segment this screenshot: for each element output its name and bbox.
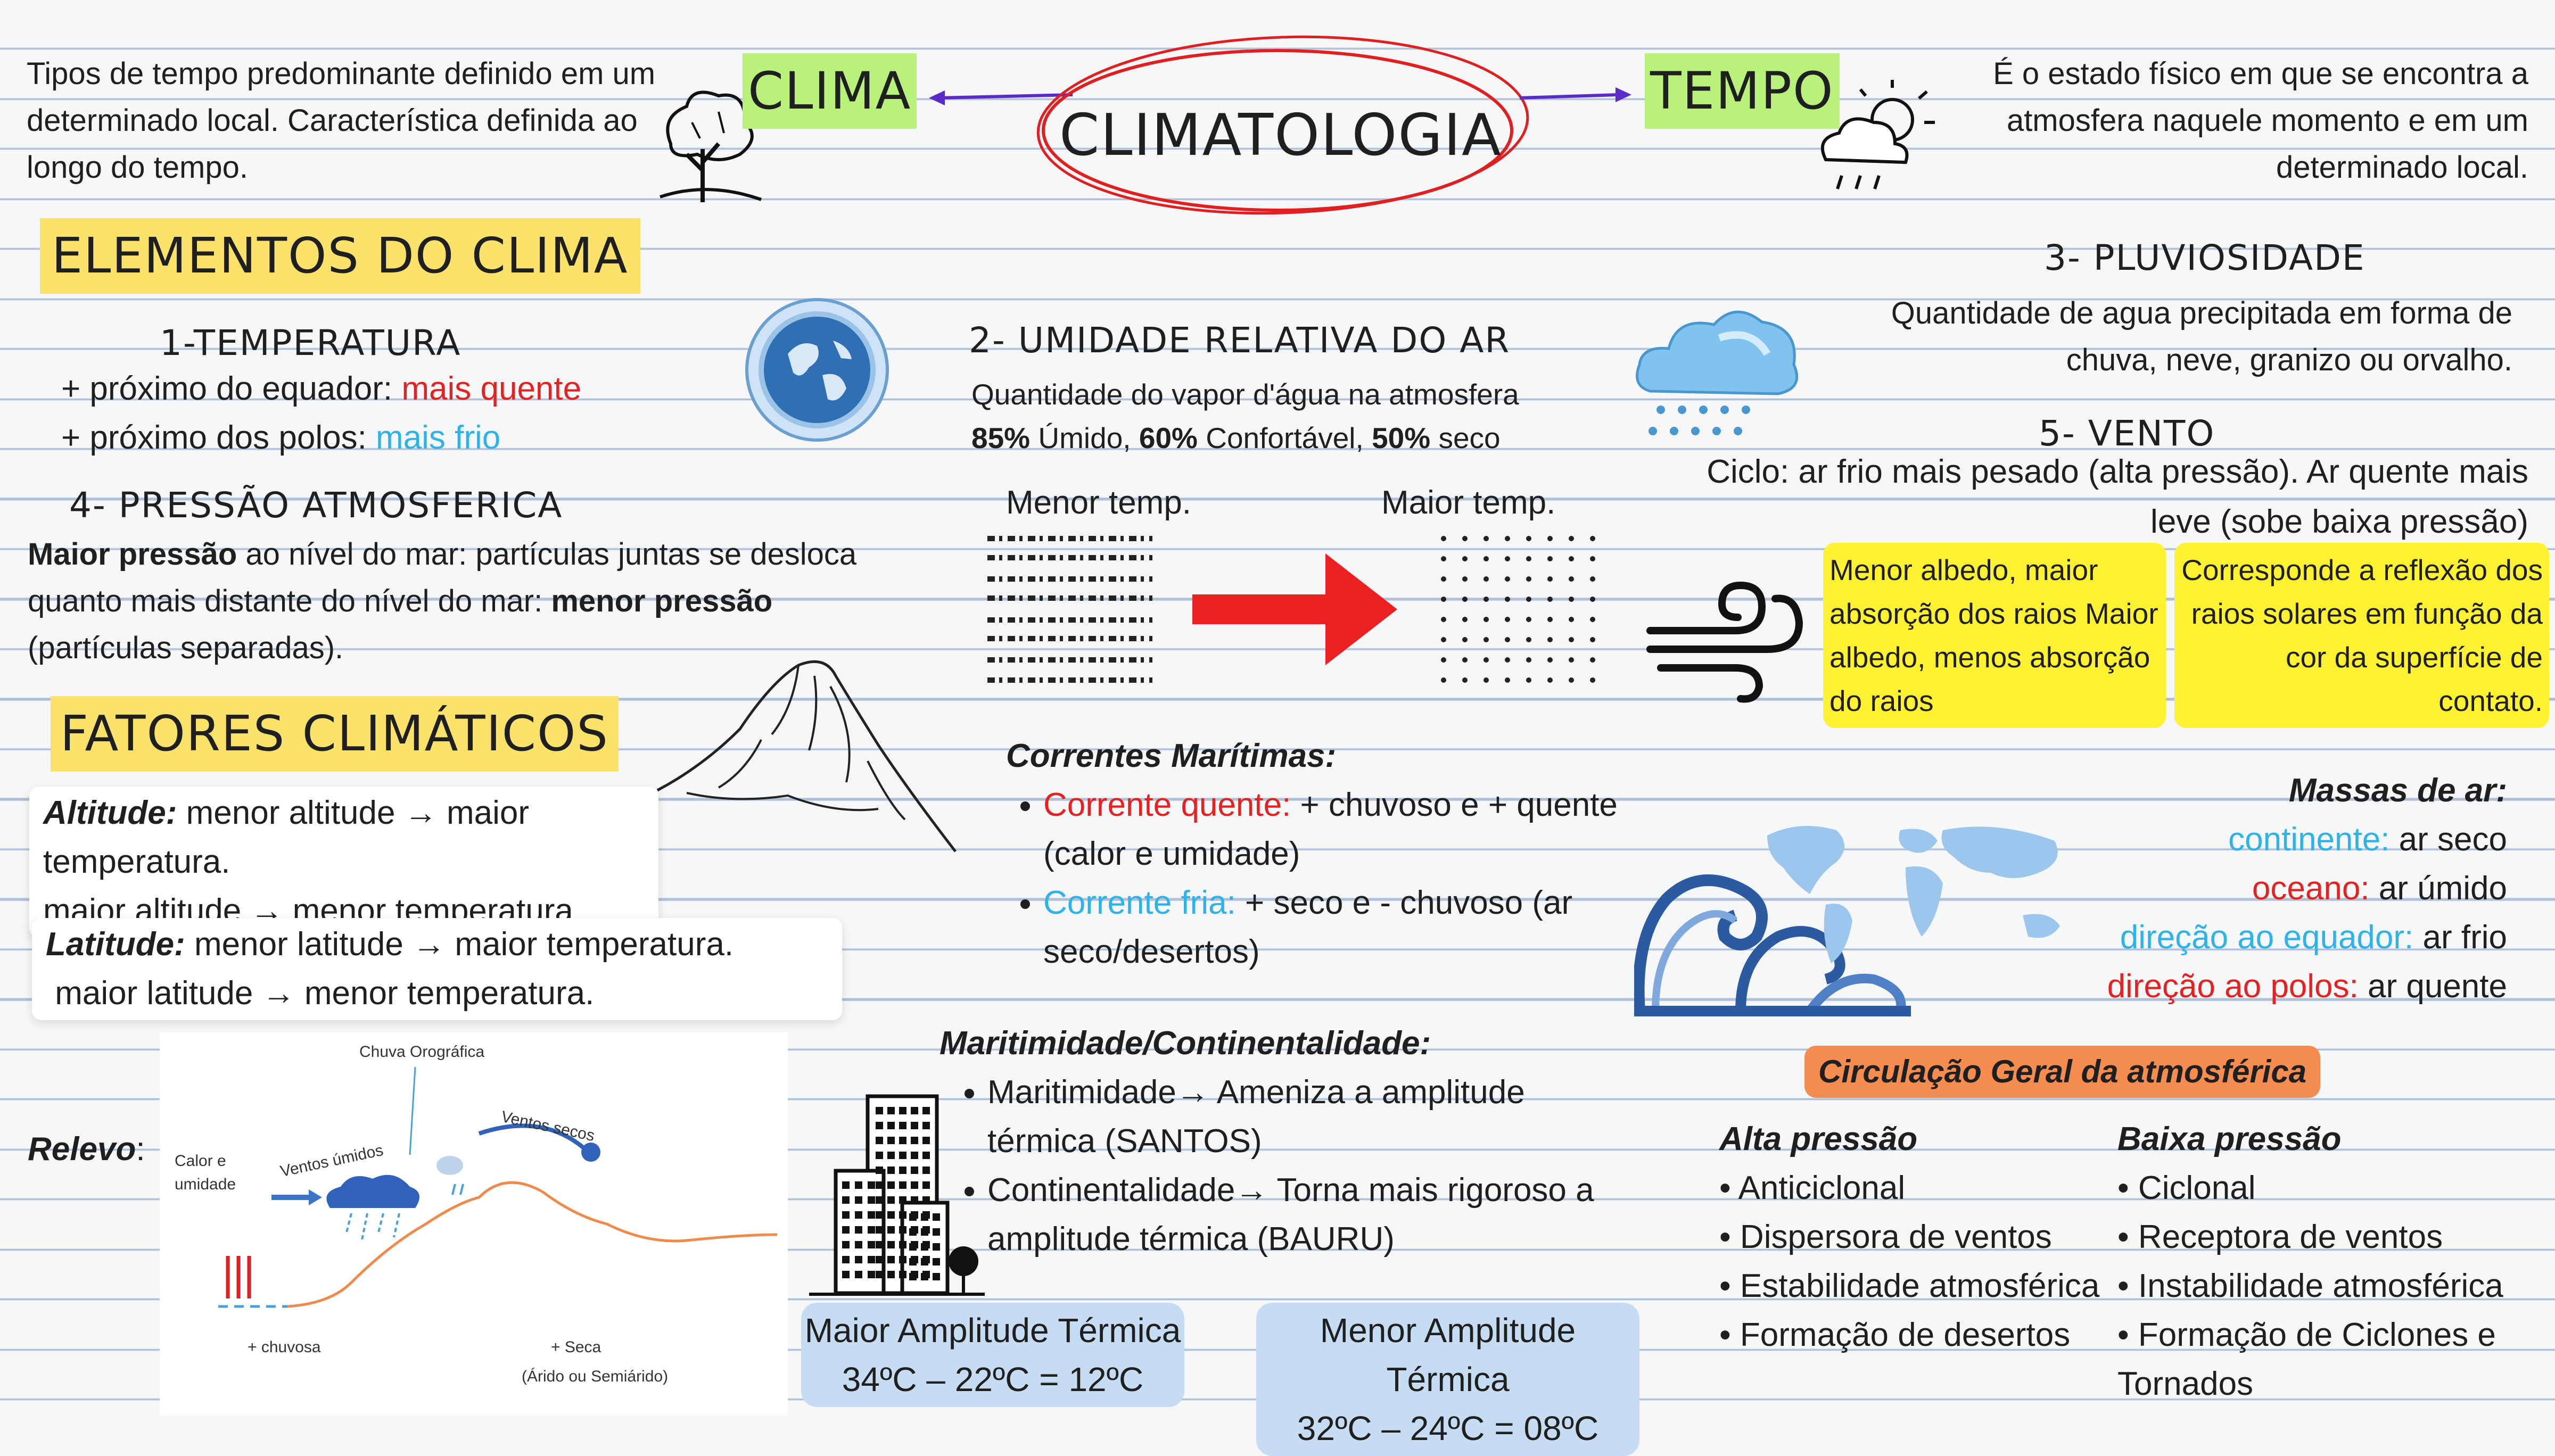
correntes-title: Correntes Marítimas:	[1006, 738, 1337, 774]
corrente-fria-item: Corrente fria: + seco e - chuvoso (ar se…	[1043, 879, 1618, 977]
baixa-pressao-item: • Ciclonal	[2117, 1170, 2256, 1206]
vento-text: Ciclo: ar frio mais pesado (alta pressão…	[1707, 453, 2528, 540]
alta-pressao-item: • Formação de desertos	[1719, 1317, 2071, 1353]
tempo-description: É o estado físico em que se encontra a a…	[1993, 56, 2528, 185]
calor-umidade-label: Calor e umidade	[175, 1152, 236, 1193]
sparse-particles	[1441, 536, 1595, 683]
baixa-pressao-item: • Formação de Ciclones e Tornados	[2117, 1317, 2496, 1402]
massas-block: Massas de ar: continente: ar seco oceano…	[1757, 766, 2507, 1011]
circulacao-badge: Circulação Geral da atmosférica	[1804, 1046, 2321, 1098]
pressao-text: Maior pressão ao nível do mar: partícula…	[28, 537, 857, 665]
albedo-box: Menor albedo, maior absorção dos raios M…	[1823, 543, 2166, 728]
mais-quente-value: mais quente	[401, 370, 582, 407]
title-ellipse	[1036, 35, 1529, 215]
baixa-pressao-title: Baixa pressão	[2117, 1121, 2342, 1157]
maritimidade-title: Maritimidade/Continentalidade:	[939, 1025, 1431, 1062]
rain-cloud-icon	[1636, 310, 1799, 435]
globe-icon	[745, 298, 889, 442]
chuva-orografica-label: Chuva Orográfica	[359, 1043, 485, 1061]
relevo-label: Relevo:	[28, 1131, 145, 1168]
maior-amplitude-box: Maior Amplitude Térmica 34ºC – 22ºC = 12…	[801, 1303, 1184, 1407]
mais-frio-value: mais frio	[376, 419, 501, 456]
clima-label: CLIMA	[743, 53, 917, 129]
tempo-label: TEMPO	[1645, 53, 1840, 129]
maritimidade-block: Maritimidade/Continentalidade: Maritimid…	[939, 1019, 1631, 1264]
temperatura-text: + próximo do equador: mais quente + próx…	[61, 370, 582, 456]
corrente-quente-item: Corrente quente: + chuvoso e + quente (c…	[1043, 781, 1618, 879]
maior-temp-label: Maior temp.	[1381, 484, 1556, 521]
arrow-right-icon	[1192, 553, 1397, 665]
temperatura-title: 1-TEMPERATURA	[160, 322, 461, 363]
umidade-title: 2- UMIDADE RELATIVA DO AR	[969, 320, 1511, 361]
alta-pressao-item: • Estabilidade atmosférica	[1719, 1268, 2100, 1304]
baixa-pressao-item: • Instabilidade atmosférica	[2117, 1268, 2503, 1304]
alta-pressao-title: Alta pressão	[1719, 1121, 1918, 1157]
albedo-definition-box: Corresponde a reflexão dos raios solares…	[2174, 543, 2549, 728]
umidade-text: Quantidade do vapor d'água na atmosfera …	[971, 378, 1519, 454]
relevo-diagram: Chuva Orográfica Calor e umidade Ventos …	[160, 1032, 788, 1416]
page-title: CLIMATOLOGIA	[1059, 102, 1502, 169]
correntes-block: Correntes Marítimas: Corrente quente: + …	[1006, 732, 1618, 977]
pluviosidade-title: 3- PLUVIOSIDADE	[2044, 237, 2366, 278]
arido-label: (Árido ou Semiárido)	[522, 1368, 669, 1385]
fatores-title: FATORES CLIMÁTICOS	[51, 696, 619, 772]
vento-title: 5- VENTO	[2039, 413, 2215, 454]
pressao-title: 4- PRESSÃO ATMOSFERICA	[69, 485, 563, 526]
pluviosidade-text: Quantidade de agua precipitada em forma …	[1891, 296, 2512, 377]
dense-particles	[987, 536, 1152, 683]
ocean-wave-icon	[1634, 874, 1911, 1016]
wind-icon	[1646, 581, 1803, 703]
elementos-title: ELEMENTOS DO CLIMA	[40, 218, 640, 294]
arrow-to-clima	[929, 90, 1073, 105]
continentalidade-item: Continentalidade→ Torna mais rigoroso a …	[987, 1166, 1631, 1264]
maritimidade-item: Maritimidade→ Ameniza a amplitude térmic…	[987, 1068, 1631, 1166]
mais-chuvosa-label: + chuvosa	[248, 1338, 321, 1356]
clima-description: Tipos de tempo predominante definido em …	[27, 56, 656, 185]
baixa-pressao-item: • Receptora de ventos	[2117, 1219, 2443, 1255]
menor-amplitude-box: Menor Amplitude Térmica 32ºC – 24ºC = 08…	[1256, 1303, 1639, 1456]
menor-temp-label: Menor temp.	[1006, 484, 1192, 521]
cloud-sun-rain-icon	[1820, 80, 1935, 189]
massas-title: Massas de ar:	[2288, 772, 2507, 809]
arrow-to-tempo	[1519, 87, 1631, 102]
alta-pressao-item: • Anticiclonal	[1719, 1170, 1906, 1206]
alta-pressao-item: • Dispersora de ventos	[1719, 1219, 2052, 1255]
mais-seca-label: + Seca	[551, 1338, 601, 1356]
baixa-pressao-column: Baixa pressão • Ciclonal • Receptora de v…	[2117, 1115, 2543, 1409]
mountain-icon	[656, 660, 957, 853]
altitude-card: Altitude: menor altitude → maior tempera…	[29, 787, 658, 938]
world-map-icon	[1767, 826, 2060, 963]
latitude-card: Latitude: menor latitude → maior tempera…	[32, 918, 842, 1020]
alta-pressao-column: Alta pressão • Anticiclonal • Dispersora …	[1719, 1115, 2113, 1360]
buildings-icon	[809, 1094, 985, 1296]
